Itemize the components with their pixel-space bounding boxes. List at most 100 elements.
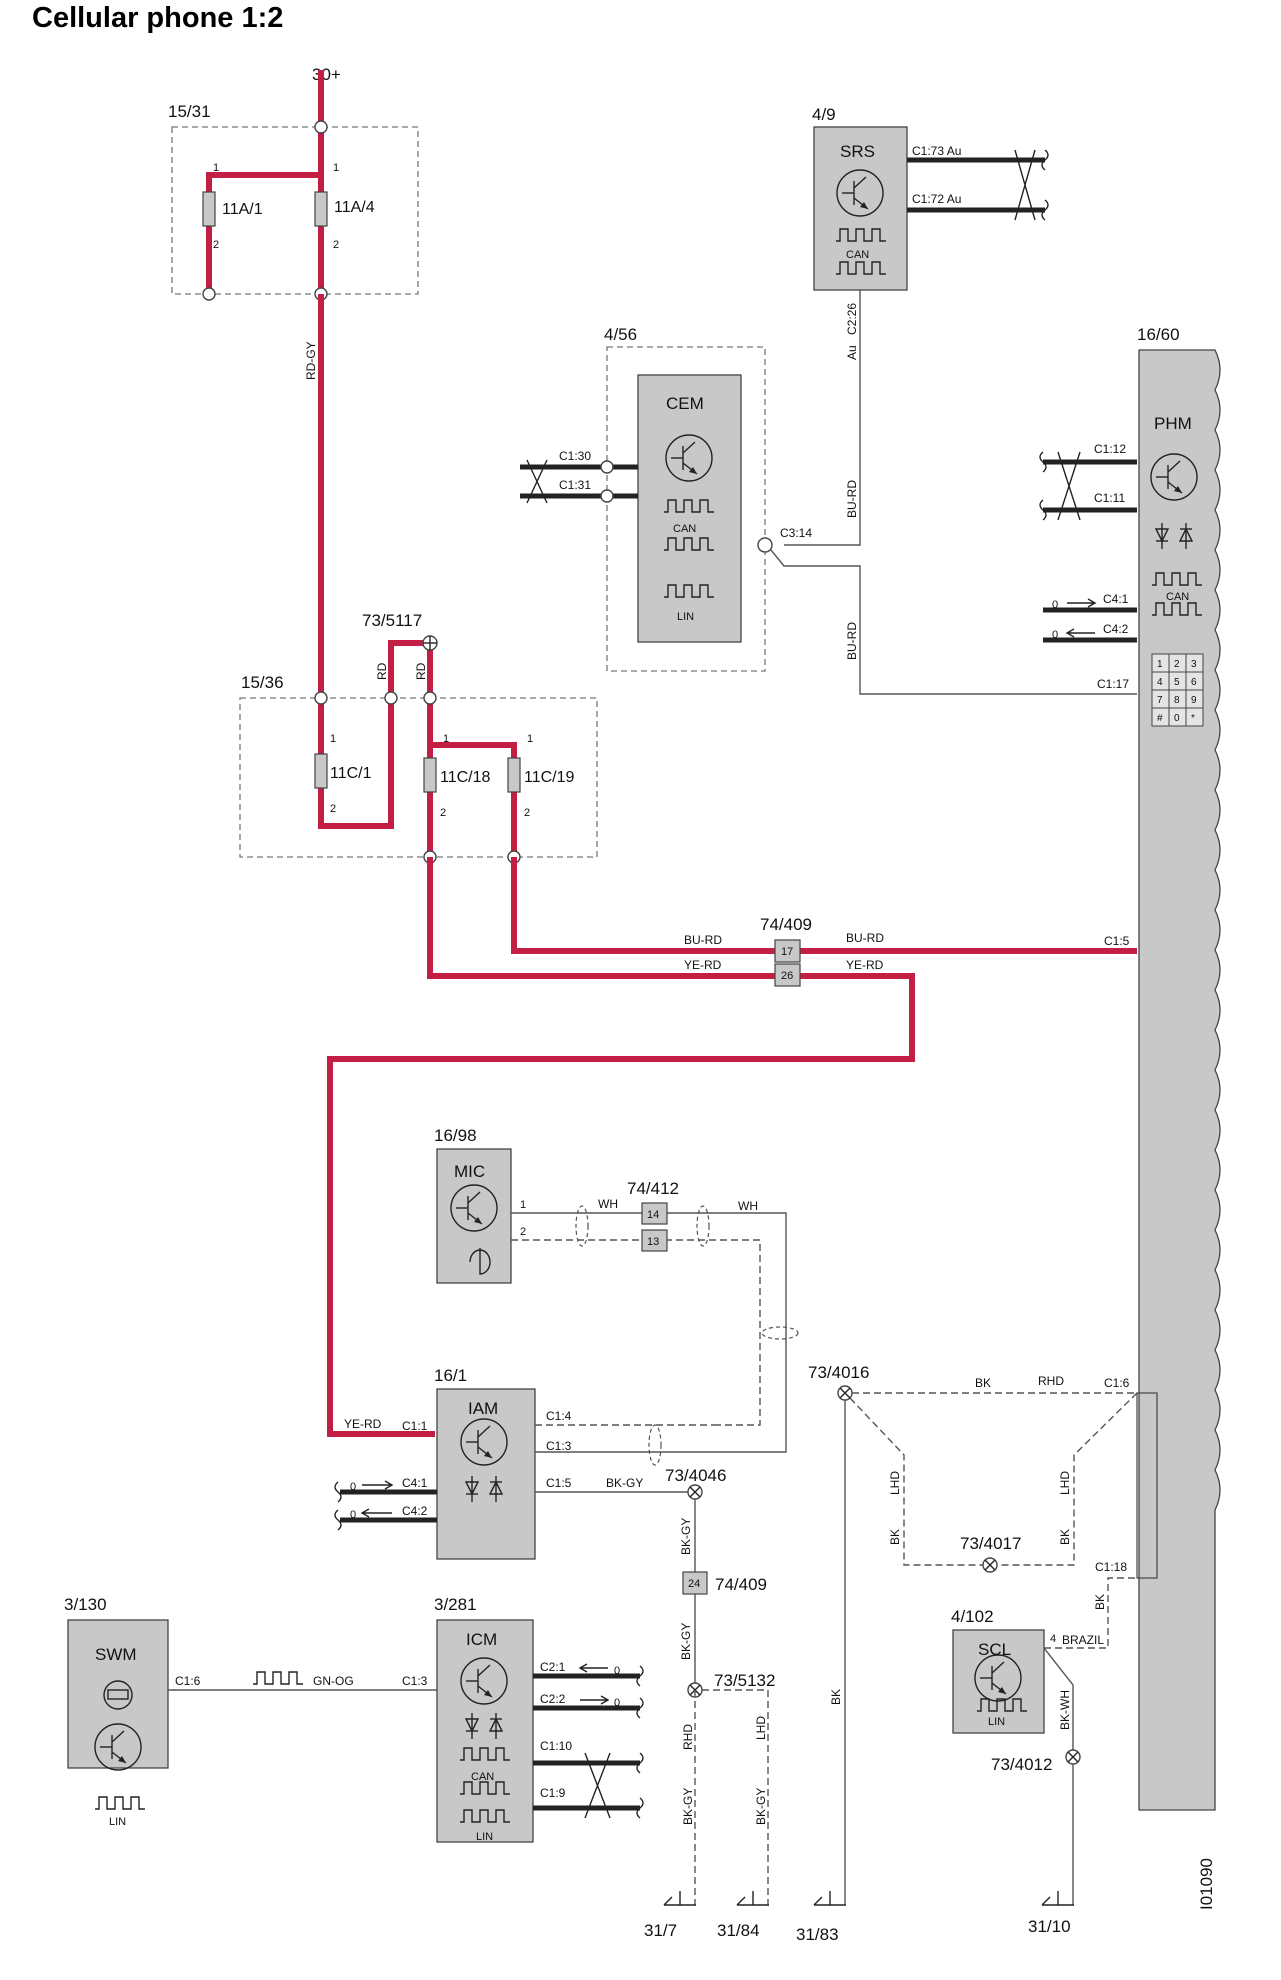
splice-73-4017-ref: 73/4017 — [960, 1534, 1021, 1553]
conn-74-409-pin24 — [682, 1571, 708, 1595]
wire-bu-rd-cem: BU-RD — [845, 622, 859, 660]
cem-pin-c3-14: C3:14 — [780, 526, 812, 540]
wire-bk-gy-c: BK-GY — [681, 1788, 695, 1825]
cem-lin-label: LIN — [677, 611, 694, 623]
fusebox-15-36-ref: 15/36 — [241, 673, 284, 692]
lhd-ground-wire — [702, 1689, 769, 1905]
wire-gn-og: GN-OG — [313, 1674, 354, 1688]
fusebox-15-31-frame — [171, 126, 419, 295]
srs-can-wire — [784, 290, 861, 546]
wire-lhd-c: LHD — [1058, 1471, 1072, 1495]
keypad-key-label: 4 — [1157, 677, 1163, 688]
splice-73-4046-ref: 73/4046 — [665, 1466, 726, 1485]
conn-74-409-pin17 — [774, 939, 801, 963]
node-15-36-entry — [314, 691, 328, 705]
conn-74-409-ref: 74/409 — [760, 915, 812, 934]
srs-ref: 4/9 — [812, 105, 836, 124]
keypad-key-label: 7 — [1157, 695, 1163, 706]
cem-node-c1-31 — [600, 489, 614, 503]
fuse-11a4-pin1: 1 — [333, 162, 339, 174]
srs-can-label: CAN — [846, 249, 869, 261]
srs-module — [813, 126, 908, 291]
keypad-key-label: 1 — [1157, 659, 1163, 670]
pin-26: 26 — [781, 970, 793, 982]
wire-lhd-b: LHD — [888, 1471, 902, 1495]
fuse-11a4-pin2: 2 — [333, 239, 339, 251]
wire-bk-gy-b: BK-GY — [679, 1623, 693, 1660]
scl-ref: 4/102 — [951, 1607, 994, 1626]
conn-74-412-pin13 — [641, 1229, 668, 1252]
keypad-key-label: 6 — [1191, 677, 1197, 688]
splice-73-4016-ref: 73/4016 — [808, 1363, 869, 1382]
keypad-key-label: * — [1191, 713, 1195, 724]
phm-label: PHM — [1154, 414, 1192, 433]
wire-rhd-b: RHD — [1038, 1374, 1064, 1388]
scl-ground-wire — [1043, 1647, 1074, 1905]
swm-module — [67, 1619, 169, 1769]
figure-id: I01090 — [1197, 1858, 1216, 1910]
scl-pin4: 4 — [1050, 1633, 1056, 1645]
fuse-11c19-pin2: 2 — [524, 807, 530, 819]
cem-node-c3-14 — [757, 537, 773, 553]
wire-bk-gy-a: BK-GY — [679, 1518, 693, 1555]
iam-c4-2-zero: 0 — [350, 1509, 356, 1521]
icm-pin-c1-9: C1:9 — [540, 1786, 566, 1800]
scl-lin-label: LIN — [988, 1716, 1005, 1728]
cem-pin-c1-30: C1:30 — [559, 449, 591, 463]
pin-24: 24 — [688, 1578, 700, 1590]
wire-rd-label-a: RD — [375, 662, 389, 680]
iam-label: IAM — [468, 1399, 498, 1418]
mic-ref: 16/98 — [434, 1126, 477, 1145]
conn-74-409-ref-b: 74/409 — [715, 1575, 767, 1594]
phm-pin-c1-12: C1:12 — [1094, 442, 1126, 456]
srs-label: SRS — [840, 142, 875, 161]
wire-bk-scl: BK — [1093, 1594, 1107, 1610]
fuse-11a1 — [202, 191, 216, 227]
fuse-11c1-pin1: 1 — [330, 733, 336, 745]
phm-pin-c4-2: C4:2 — [1103, 622, 1129, 636]
mic-pin1: 1 — [520, 1199, 526, 1211]
icm-lin-label: LIN — [476, 1831, 493, 1843]
wire-ye-rd-iam: YE-RD — [344, 1417, 382, 1431]
mic-shield-wire — [511, 1239, 761, 1426]
iam-pin-c4-2: C4:2 — [402, 1504, 428, 1518]
phm-pin-c1-18: C1:18 — [1095, 1560, 1127, 1574]
keypad-key-label: 5 — [1174, 677, 1180, 688]
icm-module — [436, 1619, 534, 1843]
keypad-key-label: 0 — [1174, 713, 1180, 724]
node-rd-b — [423, 691, 437, 705]
wire-rd-gy-label: RD-GY — [304, 341, 318, 380]
phm-pin-c1-6: C1:6 — [1104, 1376, 1130, 1390]
splice-73-5117-ref: 73/5117 — [362, 611, 422, 630]
conn-74-409-pin26 — [774, 963, 801, 987]
swm-pin-c1-6: C1:6 — [175, 1674, 201, 1688]
cem-can-label: CAN — [673, 523, 696, 535]
phm-c1-6-bracket — [1136, 1392, 1158, 1579]
fuse-11c1-label: 11C/1 — [330, 765, 372, 782]
mic-pin2: 2 — [520, 1226, 526, 1238]
swm-lin-label: LIN — [109, 1816, 126, 1828]
rd-loop-wire — [318, 640, 433, 857]
phm-pin-c4-1: C4:1 — [1103, 592, 1129, 606]
phm-pin-c1-5: C1:5 — [1104, 934, 1130, 948]
wire-bk-lhd-b: BK — [1058, 1529, 1072, 1545]
ye-rd-red-wire — [327, 857, 915, 1437]
icm-can-label: CAN — [471, 1771, 494, 1783]
cem-ref: 4/56 — [604, 325, 637, 344]
fusebox-15-31-ref: 15/31 — [168, 102, 211, 121]
splice-73-4012-ref: 73/4012 — [991, 1755, 1052, 1774]
fuse-11a1-pin1: 1 — [213, 162, 219, 174]
keypad-key-label: # — [1157, 713, 1163, 724]
iam-ref: 16/1 — [434, 1366, 467, 1385]
bu-rd-label-left: BU-RD — [684, 933, 722, 947]
cem-frame — [606, 346, 766, 672]
node-rd-a — [384, 691, 398, 705]
fuse-11c18 — [423, 757, 437, 793]
keypad-key-label: 9 — [1191, 695, 1197, 706]
fuse-11c19-label: 11C/19 — [524, 769, 575, 786]
pin-13: 13 — [647, 1236, 659, 1248]
keypad-key-label: 2 — [1174, 659, 1180, 670]
icm-label: ICM — [466, 1630, 497, 1649]
